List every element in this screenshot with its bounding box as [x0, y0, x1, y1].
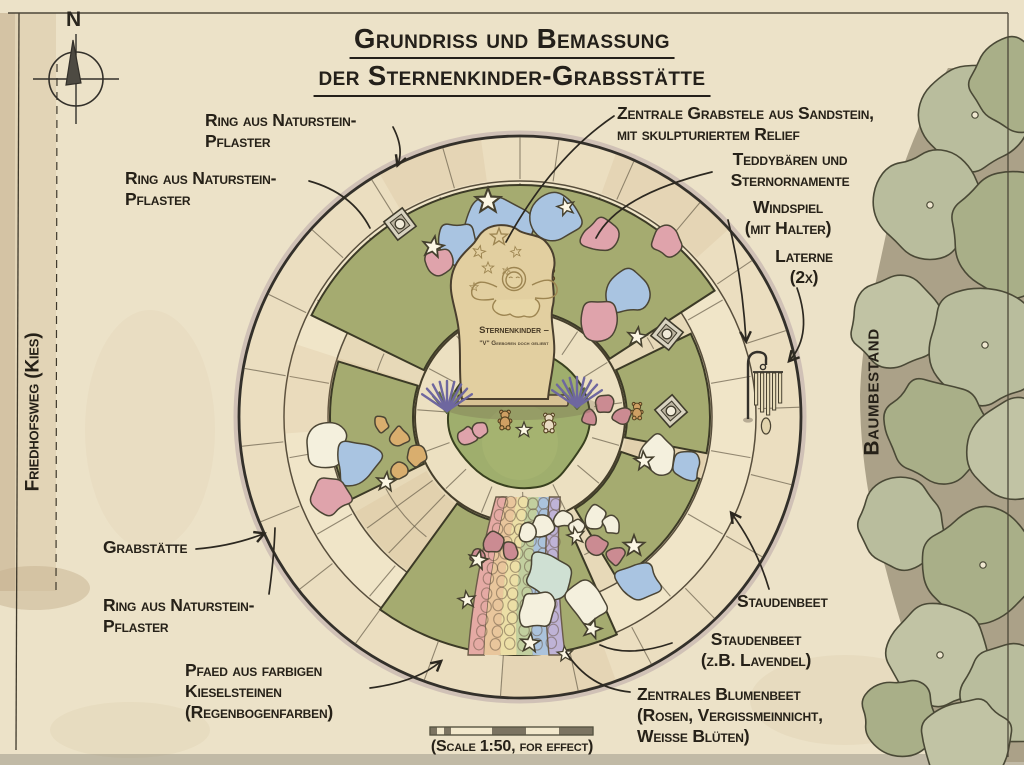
- title-line1: Grundriss und Bemassung: [349, 22, 675, 60]
- page-title: Grundriss und Bemassung der Sternenkinde…: [313, 22, 711, 97]
- teddy-bear-icon: [497, 409, 513, 431]
- grave-stele: Sternenkinder – "V" Geeboren doch gelieb…: [442, 224, 598, 420]
- label-friedhofsweg: Friedhofsweg (Kies): [22, 332, 44, 492]
- callout-windspiel: Windspiel (mit Halter): [744, 197, 832, 238]
- sheet-frame: [8, 12, 1009, 757]
- teddy-bear-icon: [630, 401, 644, 421]
- compass-north-label: N: [66, 8, 82, 31]
- callout-staudenbeet-right: Staudenbeet: [737, 591, 828, 611]
- leader-staudenbeet-right: [729, 510, 770, 590]
- leader-grabstele: [505, 115, 615, 243]
- callout-grabstele: Zentrale Grabstele aus Sandstein, mit sk…: [617, 103, 874, 144]
- leader-staudenbeet-lavendel: [599, 642, 673, 652]
- cemetery-path: [0, 12, 90, 751]
- callout-pfad: Pfaed aus farbigen Kieselsteinen (Regenb…: [185, 660, 334, 722]
- callout-blumenbeet: Zentrales Blumenbeet (Rosen, Vergissmein…: [637, 684, 823, 746]
- leader-teddybaeren: [595, 171, 713, 239]
- leader-blumenbeet: [565, 651, 631, 693]
- leader-pfad: [369, 659, 444, 689]
- callout-staudenbeet-lavendel: Staudenbeet (z.B. Lavendel): [700, 629, 812, 670]
- callout-ring-pflaster-upper-left: Ring aus Naturstein- Pflaster: [125, 168, 277, 209]
- scale-bar: [429, 726, 594, 736]
- title-line2: der Sternenkinder-Grabsstätte: [313, 59, 711, 97]
- north-compass: [33, 34, 119, 124]
- wind-chime: [743, 350, 783, 435]
- lavender-plants: [420, 375, 604, 414]
- stele-inscription-line2: "V" Geeboren doch geliebt: [479, 340, 549, 347]
- leader-ring-lower-left: [268, 527, 276, 595]
- scale-caption: (Scale 1:50, for effect): [430, 738, 594, 755]
- callout-ring-pflaster-top: Ring aus Naturstein- Pflaster: [205, 110, 357, 151]
- leader-windspiel: [727, 219, 752, 345]
- callout-teddybaeren: Teddybären und Sternornamente: [730, 149, 850, 190]
- leader-grabstaette: [195, 530, 267, 550]
- leader-ring-upper-left: [308, 180, 371, 229]
- callout-leader-lines: [195, 115, 805, 693]
- label-baumbestand: Baumbestand: [860, 328, 884, 456]
- tree-stand: [850, 35, 1024, 765]
- leader-laterne: [787, 287, 805, 364]
- teddy-bear-icon: [541, 412, 557, 434]
- callout-ring-pflaster-lower-left: Ring aus Naturstein- Pflaster: [103, 595, 255, 636]
- callout-grabstaette: Grabstätte: [103, 537, 188, 557]
- stele-inscription-line1: Sternenkinder –: [479, 325, 549, 336]
- callout-laterne: Laterne (2x): [775, 246, 833, 287]
- leader-ring-top: [392, 126, 407, 168]
